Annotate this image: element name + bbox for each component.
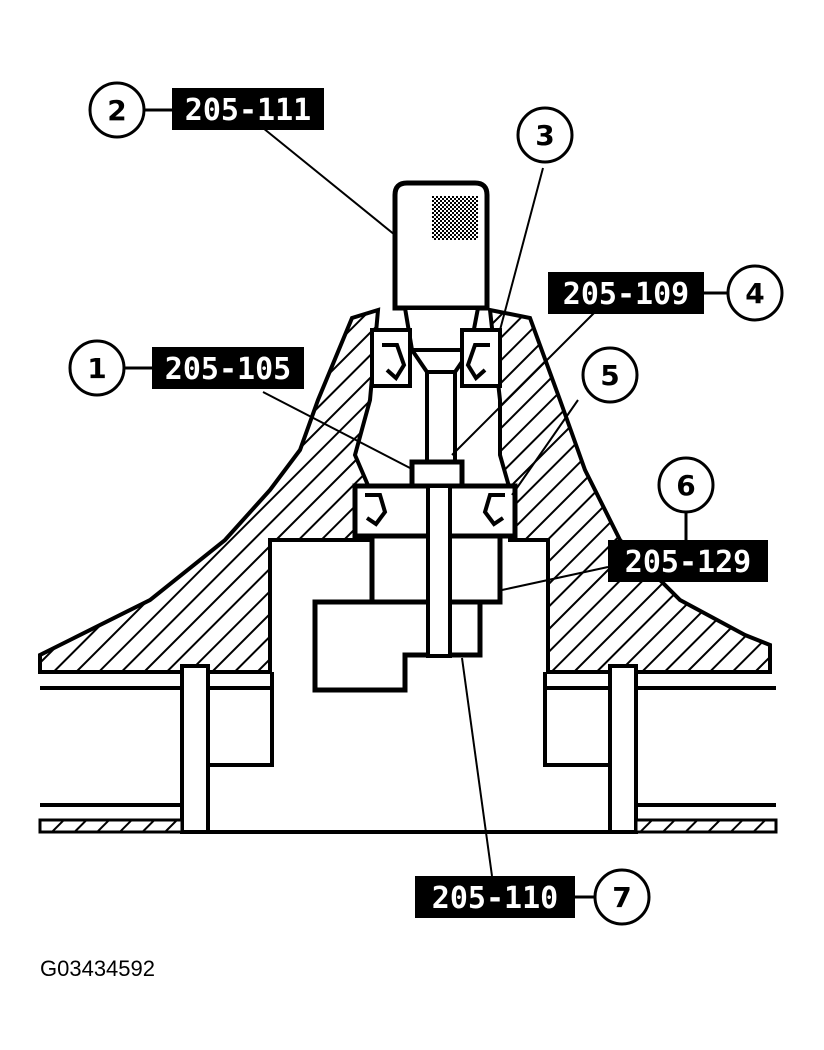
tool-label-205-129: 205-129 xyxy=(625,545,751,580)
callout-1-number: 1 xyxy=(87,352,106,385)
callout-6-number: 6 xyxy=(676,469,695,502)
leader-lines xyxy=(262,127,609,877)
callout-4: 205-109 4 xyxy=(548,264,784,322)
tool-label-205-105: 205-105 xyxy=(165,352,291,387)
callout-1: 1 205-105 xyxy=(68,339,304,397)
upper-bearing-cups xyxy=(370,328,502,388)
callout-5: 5 xyxy=(581,346,639,404)
driver-205-110 xyxy=(312,484,483,693)
callout-7-number: 7 xyxy=(612,881,631,914)
forcing-screw-205-111 xyxy=(392,180,490,489)
callout-7: 205-110 7 xyxy=(415,868,651,926)
figure-id: G03434592 xyxy=(40,956,155,981)
callout-6: 6 205-129 xyxy=(608,456,768,582)
tool-label-205-110: 205-110 xyxy=(432,881,558,916)
callout-4-number: 4 xyxy=(745,277,764,310)
callout-3: 3 xyxy=(516,106,574,164)
tool-label-205-109: 205-109 xyxy=(563,277,689,312)
callout-2: 2 205-111 xyxy=(88,81,324,139)
base-structure xyxy=(38,664,778,834)
callout-2-number: 2 xyxy=(107,94,126,127)
callout-5-number: 5 xyxy=(600,359,619,392)
callout-3-number: 3 xyxy=(535,119,554,152)
tool-label-205-111: 205-111 xyxy=(185,93,311,128)
